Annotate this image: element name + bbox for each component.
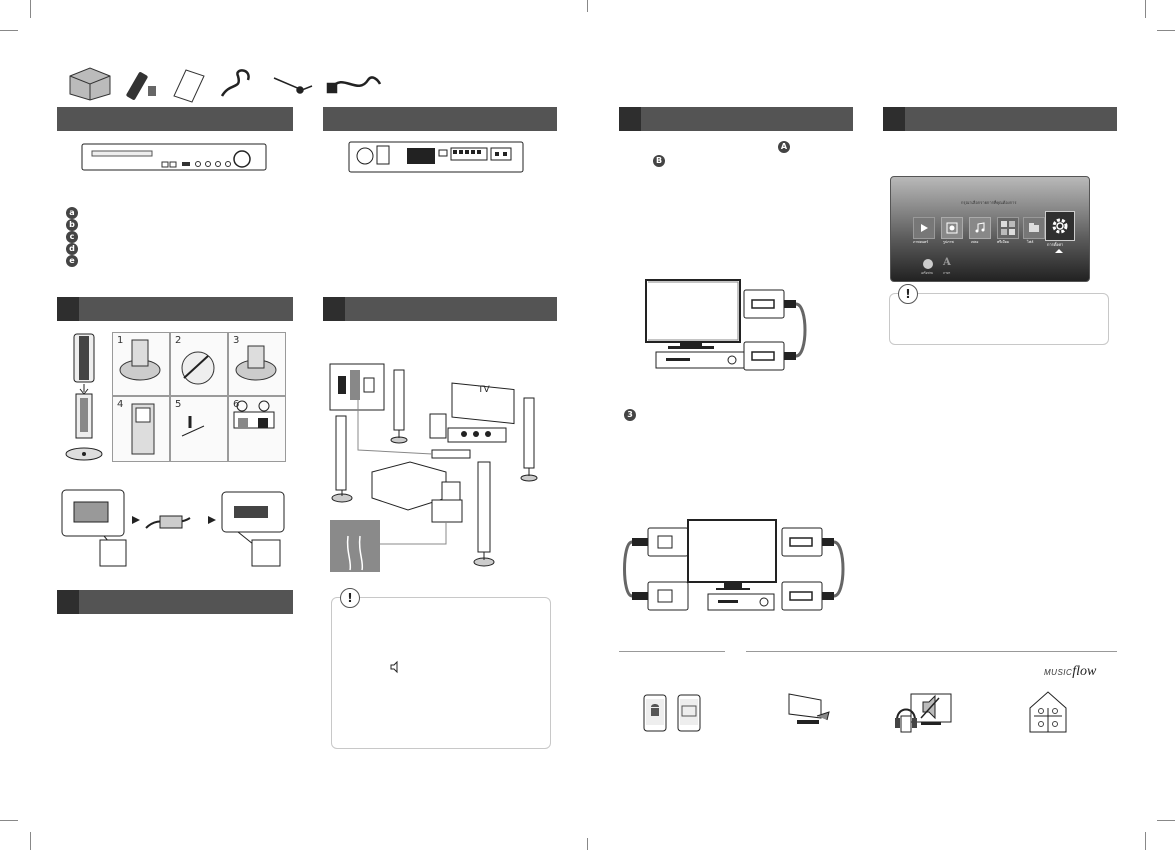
note-box-setup: ! [889, 284, 1109, 345]
step-number: 3 [233, 335, 240, 346]
crop-mark [1145, 832, 1146, 850]
section-bar-rear-panel [323, 107, 557, 131]
menu-label-file: ไฟล์ [1027, 240, 1034, 244]
callout-a: a [66, 207, 78, 219]
section-bar-connection [619, 107, 853, 131]
logo-flow: flow [1072, 664, 1097, 679]
menu-item-language[interactable]: A [943, 257, 951, 268]
menu-item-file[interactable] [1023, 217, 1045, 239]
tv-label: TV [477, 385, 490, 395]
hdmi-connection-diagram [645, 279, 807, 371]
file-icon [1029, 223, 1039, 232]
speaker-placement-illustration: TV [329, 363, 538, 572]
assembly-step: 6 [228, 396, 286, 462]
menu-label-photo: รูปภาพ [943, 240, 954, 244]
menu-label-language: ภาษา [943, 271, 951, 275]
callout-c: c [66, 231, 78, 243]
music-flow-logo: MUSICflow [1044, 660, 1096, 680]
front-panel-illustration [81, 143, 267, 171]
callout-A: A [778, 141, 790, 153]
section-number [57, 590, 79, 614]
callout-B: B [653, 155, 665, 167]
crop-mark [1157, 30, 1175, 31]
gear-icon [1052, 218, 1068, 234]
premium-grid-icon [1001, 221, 1015, 235]
divider [619, 651, 725, 652]
rear-panel-illustration [348, 141, 524, 173]
callout-3: 3 [624, 409, 636, 421]
crop-mark [1157, 820, 1175, 821]
assembly-step-art [119, 339, 277, 455]
antenna-icon [273, 77, 313, 94]
step-number: 1 [117, 335, 124, 346]
hdmi-optical-connection-diagram [623, 519, 845, 611]
crop-mark [0, 820, 18, 821]
menu-item-premium[interactable] [997, 217, 1019, 239]
divider [746, 651, 1117, 652]
menu-label-settings: การตั้งค่า [1047, 242, 1064, 247]
menu-item-settings[interactable] [1045, 211, 1075, 241]
home-menu-screen: กรุณาเลือกรายการที่คุณต้องการ ภาพยนตร์ ร… [890, 176, 1090, 282]
movie-icon [921, 224, 928, 232]
ios-phone-icon [677, 694, 701, 732]
crop-mark [0, 30, 18, 31]
menu-item-photo[interactable] [941, 217, 963, 239]
power-cable-icon [326, 76, 382, 94]
menu-item-movie[interactable] [913, 217, 935, 239]
step-number: 6 [233, 399, 240, 410]
section-number [619, 107, 641, 131]
tv-soundbar-icon [788, 693, 830, 724]
menu-label-network: เครือข่าย [921, 271, 933, 275]
cable-icon [220, 69, 250, 97]
menu-item-network[interactable] [923, 259, 933, 269]
note-box-speaker: ! [331, 588, 551, 749]
photo-icon [946, 222, 958, 234]
callout-e: e [66, 255, 78, 267]
accessories-row [69, 67, 382, 103]
ferrite-core-illustration [61, 489, 285, 567]
section-bar-initial-setup [883, 107, 1117, 131]
manual-icon [173, 69, 205, 103]
section-number [883, 107, 905, 131]
remote-icon [126, 72, 156, 100]
warning-icon: ! [898, 284, 918, 304]
crop-mark [587, 838, 588, 850]
assembly-step: 5 [170, 396, 228, 462]
section-number [323, 297, 345, 321]
menu-header: กรุณาเลือกรายการที่คุณต้องการ [961, 200, 1017, 205]
step-number: 2 [175, 335, 182, 346]
crop-mark [30, 0, 31, 18]
step-number: 5 [175, 399, 182, 410]
music-icon [975, 222, 985, 233]
step-number: 4 [117, 399, 124, 410]
menu-selector-arrow [1055, 249, 1063, 253]
crop-mark [30, 832, 31, 850]
box-icon [69, 67, 111, 101]
speaker-mute-icon [390, 660, 398, 674]
callout-d: d [66, 243, 78, 255]
menu-label-music: เพลง [971, 240, 979, 244]
section-bar-bottom-left [57, 590, 293, 614]
warning-icon: ! [340, 588, 360, 608]
section-bar-front-panel [57, 107, 293, 131]
callout-b: b [66, 219, 78, 231]
section-bar-speaker-assembly [57, 297, 293, 321]
speaker-exploded-illustration [65, 333, 103, 461]
menu-label-movie: ภาพยนตร์ [913, 240, 929, 244]
android-phone-icon [643, 694, 667, 732]
menu-label-premium: พรีเมียม [997, 240, 1010, 244]
section-number [57, 297, 79, 321]
crop-mark [1145, 0, 1146, 18]
crop-mark [587, 0, 588, 12]
headphones-mute-icon [895, 693, 952, 733]
logo-music: MUSIC [1044, 668, 1073, 677]
menu-item-music[interactable] [969, 217, 991, 239]
multiroom-house-icon [1029, 691, 1067, 733]
section-bar-speaker-placement [323, 297, 557, 321]
